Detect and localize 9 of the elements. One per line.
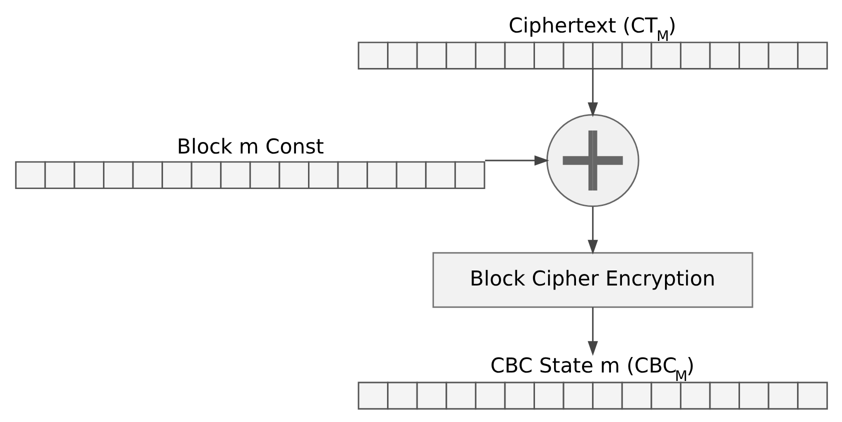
node-label: CBC State m (CBC$_{M}$) — [490, 354, 694, 386]
node-box: Block Cipher Encryption — [432, 252, 753, 308]
arrow — [484, 155, 549, 166]
arrow — [587, 307, 598, 356]
arrow — [587, 206, 598, 254]
node-label: Ciphertext (CT$_{M}$) — [508, 13, 676, 45]
node-circle — [546, 114, 639, 207]
arrow — [587, 68, 598, 118]
node-label: Block m Const — [176, 134, 324, 158]
